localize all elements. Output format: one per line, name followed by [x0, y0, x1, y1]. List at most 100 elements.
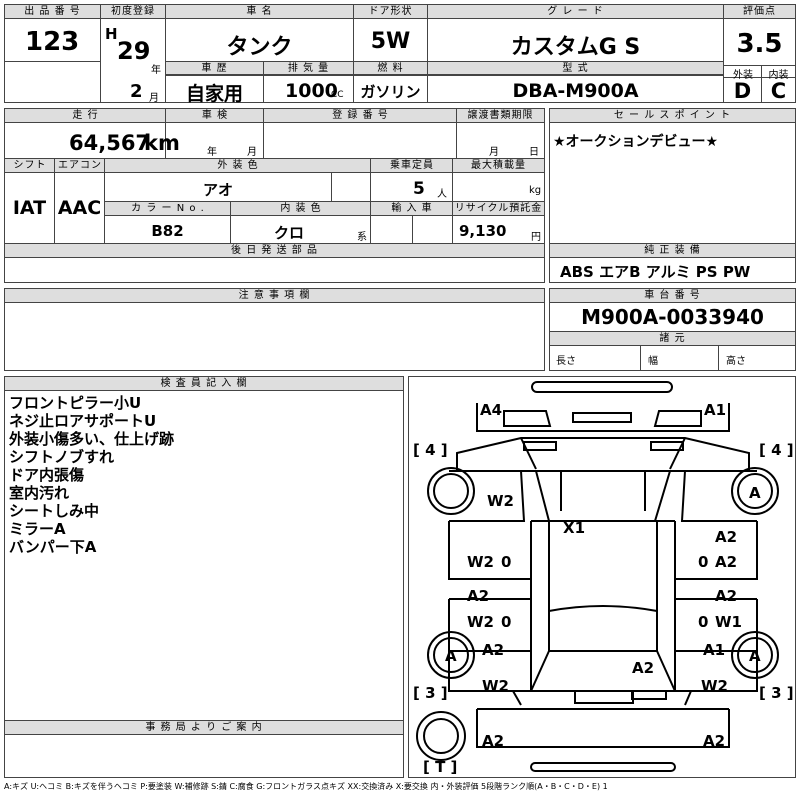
chassis-panel: 車 台 番 号 M900A-0033940 諸 元 長さ 幅 高さ	[549, 288, 796, 371]
spare-tire-label: [ T ]	[423, 758, 457, 776]
year-unit: 年	[151, 65, 161, 76]
exterior-grade-label: 外装	[733, 70, 753, 81]
damage-mark: 0	[501, 613, 511, 631]
model-code-label: 型 式	[428, 62, 723, 75]
damage-mark: A2	[632, 659, 654, 677]
recycle-label: リサイクル預託金	[453, 202, 544, 216]
notes-panel: 注 意 事 項 欄	[4, 288, 545, 371]
lot-number: 123	[25, 27, 80, 57]
interior-grade-label: 内装	[768, 70, 789, 81]
registration-label: 初度登録	[101, 5, 165, 19]
remark-line: バンパー下A	[9, 538, 97, 556]
exterior-color: アオ	[202, 181, 233, 199]
chassis-number: M900A-0033940	[581, 305, 764, 329]
interior-color-unit: 系	[357, 232, 367, 243]
inspection-month-unit: 月	[247, 147, 257, 158]
remark-line: シフトノブすれ	[9, 448, 115, 466]
inspection-year-unit: 年	[207, 147, 217, 158]
equipment-text: ABS エアB アルミ PS PW	[560, 263, 751, 281]
damage-mark: A2	[715, 587, 737, 605]
ext-color-label: 外 装 色	[105, 159, 371, 173]
grade-label: グ レ ー ド	[428, 5, 723, 19]
chassis-label: 車 台 番 号	[550, 289, 795, 303]
int-color-label: 内 装 色	[231, 202, 371, 216]
damage-mark: X1	[563, 519, 585, 537]
car-body-diagram: [ 4 ] [ 4 ] [ 3 ] [ 3 ] [ T ] A4 A1 W2 A…	[413, 381, 794, 776]
score-label: 評価点	[724, 5, 795, 19]
load-label: 最大積載量	[453, 159, 544, 173]
tire-front-right-label: [ 4 ]	[759, 441, 794, 459]
damage-mark: A1	[703, 641, 725, 659]
displacement-unit: CC	[331, 90, 344, 100]
inspector-panel: 検 査 員 記 入 欄 フロントピラー小U ネジ止ロアサポートU 外装小傷多い、…	[4, 376, 404, 778]
car-name: タンク	[226, 35, 293, 60]
auction-score: 3.5	[736, 29, 783, 59]
color-no-label: カ ラ ー N o .	[105, 202, 231, 216]
doors-label: ドア形状	[354, 5, 427, 19]
damage-mark: A2	[715, 528, 737, 546]
car-name-label: 車 名	[166, 5, 353, 19]
damage-mark: W2	[482, 677, 509, 695]
inspection-label: 車 検	[166, 109, 264, 123]
remark-line: シートしみ中	[9, 502, 100, 520]
damage-mark: A4	[480, 401, 502, 419]
sales-point-panel: セ ー ル ス ポ イ ン ト ★オークションデビュー★ 純 正 装 備 ABS…	[549, 108, 796, 283]
import-label: 輸 入 車	[371, 202, 453, 216]
capacity: 5	[413, 179, 425, 199]
damage-mark: A	[445, 647, 457, 665]
month-unit: 月	[149, 93, 159, 104]
shift-label: シフト	[5, 159, 55, 173]
transfer-day-unit: 日	[529, 147, 539, 158]
grade: カスタムG S	[510, 35, 641, 60]
displacement-label: 排 気 量	[264, 62, 353, 75]
car-diagram-panel: [ 4 ] [ 4 ] [ 3 ] [ 3 ] [ T ] A4 A1 W2 A…	[408, 376, 796, 778]
inspector-label: 検 査 員 記 入 欄	[5, 377, 403, 391]
details-panel: 走 行 車 検 登 録 番 号 譲渡書類期限 64,567 km 年 月 月 日…	[4, 108, 545, 283]
damage-mark: A2	[467, 587, 489, 605]
damage-mark: W1	[715, 613, 742, 631]
sales-point-text: ★オークションデビュー★	[553, 134, 719, 150]
damage-mark-rear-left-door: A2	[482, 641, 504, 659]
registration-month: 2	[130, 81, 143, 102]
remark-line: ドア内張傷	[9, 466, 85, 484]
history-label: 車 歴	[166, 62, 263, 75]
remark-line: 外装小傷多い、仕上げ跡	[9, 430, 175, 448]
air-conditioner: AAC	[57, 197, 102, 219]
plate-label: 登 録 番 号	[264, 109, 457, 123]
length-label: 長さ	[556, 356, 576, 367]
equipment-label: 純 正 装 備	[550, 244, 795, 258]
damage-mark: A	[749, 484, 761, 502]
ac-label: エアコン	[55, 159, 105, 173]
exterior-grade: D	[733, 79, 752, 103]
tire-rear-left-label: [ 3 ]	[413, 684, 448, 702]
width-label: 幅	[648, 356, 658, 367]
damage-mark: A2	[482, 732, 504, 750]
remark-line: 室内汚れ	[9, 484, 70, 502]
damage-mark: 0	[698, 613, 708, 631]
damage-mark: W2	[487, 492, 514, 510]
interior-color: クロ	[273, 224, 304, 242]
color-number: B82	[151, 222, 184, 240]
damage-mark: W2	[701, 677, 728, 695]
tire-front-left-label: [ 4 ]	[413, 441, 448, 459]
load-unit: kg	[529, 185, 542, 196]
mileage-unit: km	[144, 131, 180, 155]
interior-grade: C	[770, 79, 787, 103]
damage-mark: 0	[698, 553, 708, 571]
door-type: 5W	[370, 29, 411, 54]
damage-mark: A2	[715, 553, 737, 571]
damage-mark: W2	[467, 553, 494, 571]
recycle-deposit: 9,130	[459, 222, 507, 240]
fuel-label: 燃 料	[354, 62, 427, 75]
legend: A:キズ U:ヘコミ B:キズを伴うヘコミ P:要塗装 W:補修跡 S:錆 C:…	[4, 782, 608, 791]
remark-line: フロントピラー小U	[9, 394, 142, 412]
height-label: 高さ	[726, 356, 746, 367]
shift: IAT	[12, 197, 47, 219]
capacity-unit: 人	[437, 189, 447, 200]
history: 自家用	[185, 83, 243, 105]
remark-line: ネジ止ロアサポートU	[9, 412, 157, 430]
mileage: 64,567	[69, 131, 151, 155]
later-parts-label: 後 日 発 送 部 品	[5, 244, 544, 258]
registration-year: 29	[117, 37, 151, 65]
sales-point-label: セ ー ル ス ポ イ ン ト	[550, 109, 795, 123]
